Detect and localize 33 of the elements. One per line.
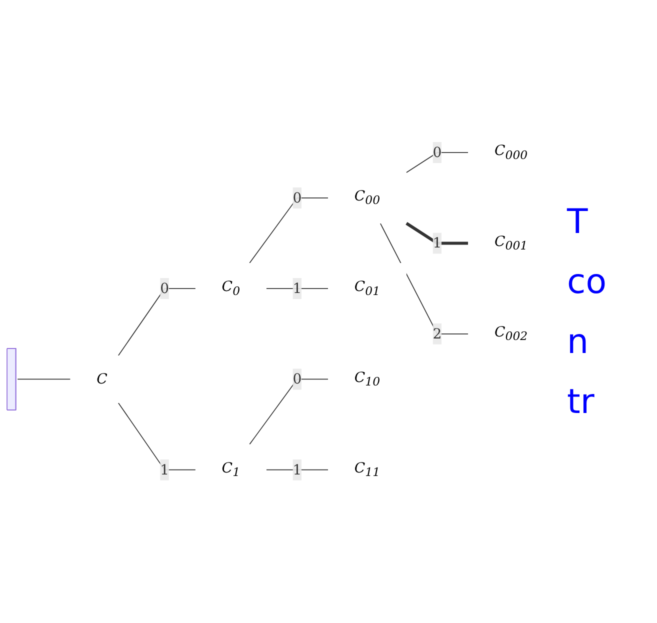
node-text: C$_{10}$ (354, 368, 380, 390)
node-text: C$_{000}$ (494, 142, 528, 163)
node-text: C$_{1}$ (222, 460, 240, 480)
node-text: C$_{11}$ (354, 460, 380, 480)
connector (118, 402, 196, 471)
connector (249, 379, 328, 446)
connector (380, 223, 469, 335)
node-text: C (96, 370, 108, 388)
note-text: co (567, 260, 608, 304)
note-text: tr (567, 380, 596, 424)
connector (406, 152, 469, 174)
edge-label: 1 (432, 234, 442, 252)
node-text: C$_{001}$ (494, 232, 528, 254)
connector (266, 470, 328, 471)
note-text: n (567, 320, 590, 364)
connector (249, 198, 328, 264)
node-text: C$_{002}$ (494, 324, 528, 344)
node-text: C$_{0}$ (222, 278, 240, 299)
note-text: T (567, 200, 589, 244)
edge-label: 0 (292, 189, 302, 206)
edge-label: 0 (160, 280, 170, 297)
node-text: C$_{01}$ (354, 278, 380, 299)
edge-label: 2 (432, 325, 442, 342)
connector (17, 379, 71, 380)
connector (118, 288, 196, 356)
edge-label: 0 (292, 370, 302, 388)
edge-label: 1 (292, 280, 302, 297)
node-text: C$_{00}$ (354, 188, 380, 208)
connector (406, 222, 468, 246)
edge-label: 0 (432, 144, 442, 161)
edge-label: 1 (292, 461, 302, 478)
connector (266, 288, 328, 290)
edge-label: 1 (160, 461, 170, 478)
